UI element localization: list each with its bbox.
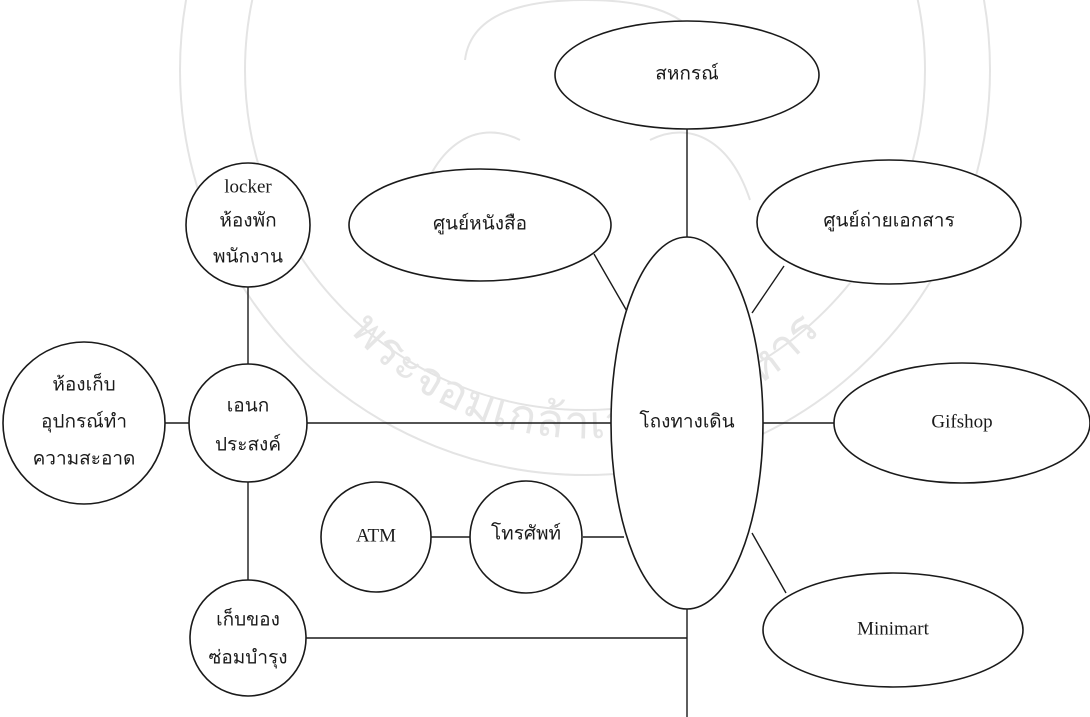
cleaning-storage-line-2: อุปกรณ์ทำ	[41, 410, 127, 433]
lobby-label: โถงทางเดิน	[639, 409, 734, 432]
node-multipurpose: เอนก ประสงค์	[188, 363, 308, 483]
edge-lobby-minimart	[751, 532, 787, 594]
node-atm: ATM	[320, 481, 432, 593]
node-lobby: โถงทางเดิน	[610, 236, 764, 610]
connections	[164, 128, 835, 717]
telephone-label: โทรศัพท์	[491, 521, 561, 544]
gift-shop-label: Gifshop	[931, 411, 992, 432]
node-bookstore: ศูนย์หนังสือ	[348, 168, 612, 282]
atm-label: ATM	[356, 525, 396, 546]
node-telephone: โทรศัพท์	[469, 480, 583, 594]
cooperative-label: สหกรณ์	[655, 62, 718, 84]
node-cooperative: สหกรณ์	[554, 20, 820, 130]
copy-center-label: ศูนย์ถ่ายเอกสาร	[823, 209, 954, 231]
cleaning-storage-line-1: ห้องเก็บ	[52, 371, 115, 395]
node-gift-shop: Gifshop	[833, 362, 1090, 484]
node-cleaning-storage: ห้องเก็บ อุปกรณ์ทำ ความสะอาด	[2, 341, 166, 505]
multipurpose-line-1: เอนก	[227, 395, 269, 416]
node-copy-center: ศูนย์ถ่ายเอกสาร	[756, 159, 1022, 285]
edge-copycenter-lobby	[751, 265, 785, 314]
cleaning-storage-line-3: ความสะอาด	[33, 448, 136, 469]
staff-lounge-line-2: ห้องพัก	[219, 210, 276, 231]
maintenance-storage-line-2: ซ่อมบำรุง	[208, 647, 287, 669]
node-staff-lounge: locker ห้องพัก พนักงาน	[185, 162, 311, 288]
bookstore-label: ศูนย์หนังสือ	[433, 212, 527, 234]
minimart-label: Minimart	[857, 618, 929, 639]
staff-lounge-line-1: locker	[224, 176, 272, 197]
multipurpose-line-2: ประสงค์	[215, 433, 281, 455]
maintenance-storage-line-1: เก็บของ	[216, 606, 280, 630]
node-minimart: Minimart	[762, 572, 1024, 688]
node-maintenance-storage: เก็บของ ซ่อมบำรุง	[189, 579, 307, 697]
staff-lounge-line-3: พนักงาน	[213, 246, 283, 267]
edge-bookstore-lobby	[593, 253, 629, 314]
